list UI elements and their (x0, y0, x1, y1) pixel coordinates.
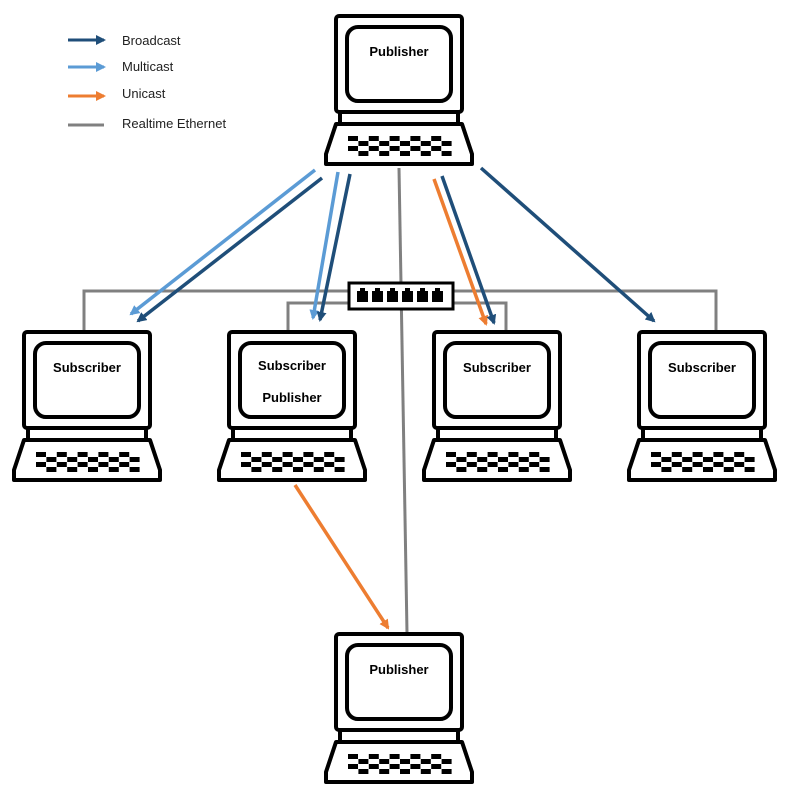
keyboard-keys (446, 452, 550, 472)
keyboard-keys (241, 452, 345, 472)
broadcast-arrow-to-subscriber-4 (479, 166, 656, 323)
ethernet-wiring (82, 167, 718, 634)
switch-port (402, 291, 413, 302)
monitor-screen (345, 643, 453, 721)
switch-port-tab (405, 288, 410, 292)
computer-subscriber-1: Subscriber (12, 330, 162, 482)
multicast-arrow-to-subscriber-publisher (309, 171, 340, 320)
switch-port-tab (375, 288, 380, 292)
ethernet-top-to-bottom (397, 167, 409, 634)
unicast-arrow-to-subscriber-3 (432, 178, 489, 326)
monitor-screen (33, 341, 141, 419)
monitor-screen (238, 341, 346, 419)
switch-port (417, 291, 428, 302)
broadcast-arrow-to-subscriber-publisher (316, 173, 352, 322)
monitor-screen (648, 341, 756, 419)
computer-label: Publisher (262, 390, 321, 405)
legend-ethernet-label: Realtime Ethernet (122, 116, 226, 131)
computer-publisher-bottom: Publisher (324, 632, 474, 784)
legend: Broadcast Multicast Unicast Realtime Eth… (68, 33, 226, 131)
monitor-screen (443, 341, 551, 419)
switch-port (372, 291, 383, 302)
unicast-arrow-to-bottom-publisher (293, 484, 390, 630)
switch-port (432, 291, 443, 302)
broadcast-arrow-to-subscriber-3 (440, 175, 497, 325)
computer-subscriber-3: Subscriber (422, 330, 572, 482)
keyboard-keys (348, 136, 452, 156)
switch-port-tab (435, 288, 440, 292)
computer-label: Publisher (369, 662, 428, 677)
legend-unicast-label: Unicast (122, 86, 166, 101)
legend-multicast-label: Multicast (122, 59, 174, 74)
multicast-arrow-to-subscriber-1 (129, 168, 317, 316)
keyboard-keys (36, 452, 140, 472)
computer-label: Subscriber (668, 360, 736, 375)
switch-port (387, 291, 398, 302)
computer-publisher-top: Publisher (324, 14, 474, 166)
switch-port (357, 291, 368, 302)
computer-label: Subscriber (463, 360, 531, 375)
broadcast-arrow-to-subscriber-1 (136, 176, 324, 323)
monitor-screen (345, 25, 453, 103)
keyboard-keys (651, 452, 755, 472)
switch-port-tab (390, 288, 395, 292)
message-flows (129, 166, 656, 630)
computer-label: Publisher (369, 44, 428, 59)
computer-subscriber-4: Subscriber (627, 330, 777, 482)
ethernet-switch-icon (347, 281, 455, 311)
switch-port-tab (420, 288, 425, 292)
computer-label: Subscriber (258, 358, 326, 373)
legend-broadcast-label: Broadcast (122, 33, 181, 48)
computer-label: Subscriber (53, 360, 121, 375)
keyboard-keys (348, 754, 452, 774)
switch-port-tab (360, 288, 365, 292)
